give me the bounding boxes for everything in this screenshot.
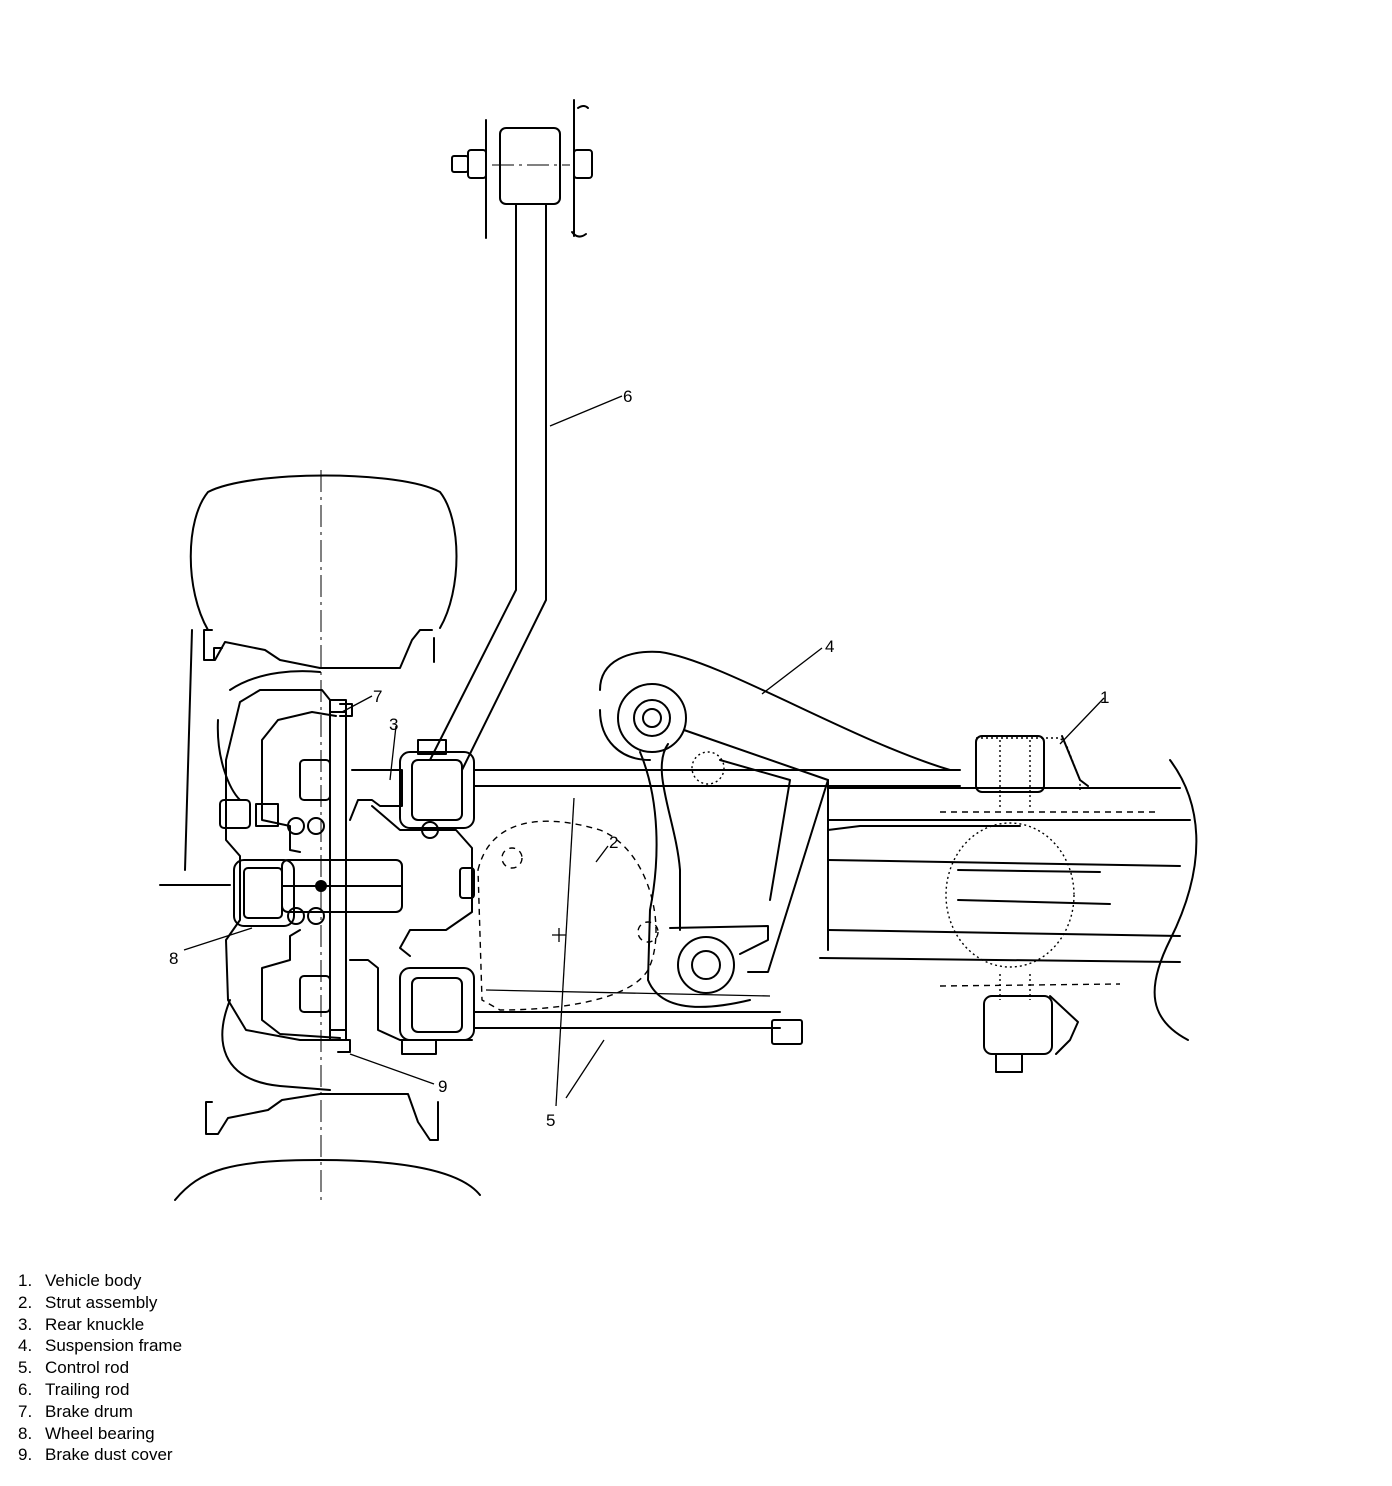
legend-label: Trailing rod [45,1379,130,1399]
legend-label: Vehicle body [45,1271,142,1290]
callout-1: 1 [1100,688,1109,707]
control-rods [473,769,961,1045]
strut-assembly [477,820,659,1011]
suspension-frame [599,650,951,1008]
legend-number: 9. [18,1445,33,1465]
trailing-rod [429,203,547,771]
legend-number: 4. [18,1336,33,1356]
legend-item: 9. Brake dust cover [18,1444,182,1466]
legend-label: Suspension frame [45,1336,183,1356]
callout-leaders [183,395,1105,1107]
callout-3: 3 [389,715,398,734]
legend-label: Rear knuckle [45,1314,145,1334]
tire-and-wheel [174,470,481,1205]
rear-suspension-drawing: 1 2 3 4 5 6 7 8 9 [159,99,1198,1205]
legend-item: 6. Trailing rod [18,1379,182,1401]
trailing-rod-upper-mount [451,99,593,239]
vehicle-body [819,735,1198,1073]
legend-item: 5. Control rod [18,1357,182,1379]
rear-knuckle [349,739,475,1055]
callout-8: 8 [169,949,178,968]
legend-label: Control rod [45,1358,130,1378]
callout-9: 9 [438,1077,447,1096]
legend-number: 5. [18,1358,33,1378]
legend-number: 7. [18,1401,33,1421]
callout-4: 4 [825,637,834,656]
callout-6: 6 [623,387,632,406]
legend-label: Brake drum [45,1401,133,1421]
legend-label: Strut assembly [45,1292,158,1312]
legend-item: 1. Vehicle body [18,1270,182,1292]
legend-item: 4. Suspension frame [18,1335,182,1357]
legend-number: 2. [18,1292,33,1312]
callout-7: 7 [373,687,382,706]
legend-number: 3. [18,1314,33,1334]
legend-number: 1. [18,1271,33,1290]
callout-2: 2 [609,833,618,852]
legend-number: 6. [18,1379,33,1399]
callout-5: 5 [546,1111,555,1130]
legend-label: Brake dust cover [45,1445,173,1465]
legend-item: 7. Brake drum [18,1401,182,1423]
legend-item: 3. Rear knuckle [18,1314,182,1336]
legend-number: 8. [18,1423,33,1443]
legend-label: Wheel bearing [45,1423,155,1443]
hub-drum-assembly [159,689,403,1053]
legend-item: 2. Strut assembly [18,1292,182,1314]
legend-item: 8. Wheel bearing [18,1423,182,1445]
parts-legend: 1. Vehicle body 2. Strut assembly 3. Rear k… [18,1270,182,1466]
